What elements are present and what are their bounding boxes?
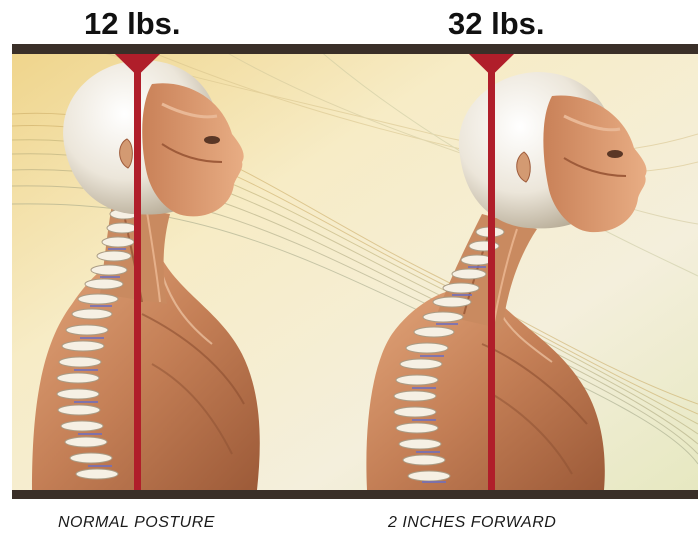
posture-illustration bbox=[12, 44, 698, 499]
forward-weight-label: 32 lbs. bbox=[448, 6, 545, 42]
bottom-bar bbox=[12, 490, 698, 499]
top-bar bbox=[12, 44, 698, 54]
normal-weight-label: 12 lbs. bbox=[84, 6, 181, 42]
forward-posture-caption: 2 INCHES FORWARD bbox=[388, 514, 556, 532]
normal-posture-caption: NORMAL POSTURE bbox=[58, 514, 215, 532]
